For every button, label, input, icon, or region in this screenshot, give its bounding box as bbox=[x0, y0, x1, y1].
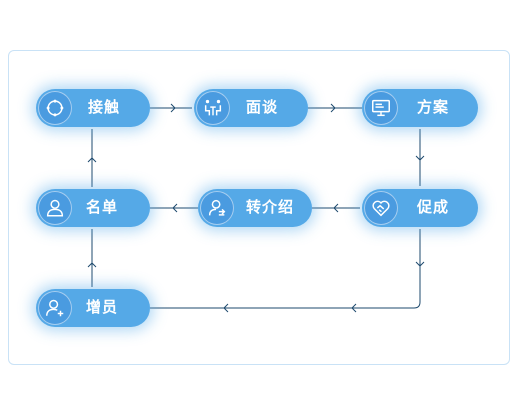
node-proposal[interactable]: 方案 bbox=[362, 89, 478, 127]
node-referral[interactable]: 转介绍 bbox=[198, 189, 312, 227]
meeting-people-icon bbox=[196, 91, 230, 125]
node-contact[interactable]: 接触 bbox=[36, 89, 150, 127]
node-referral-label: 转介绍 bbox=[246, 199, 295, 216]
handshake-heart-icon bbox=[364, 191, 398, 225]
node-proposal-label: 方案 bbox=[417, 99, 450, 116]
refresh-cycle-icon bbox=[38, 91, 72, 125]
node-deal[interactable]: 促成 bbox=[362, 189, 478, 227]
node-namelist-label: 名单 bbox=[86, 199, 119, 216]
node-recruit[interactable]: 增员 bbox=[36, 289, 150, 327]
arrow-deal-to-recruit bbox=[150, 229, 421, 309]
presentation-screen-icon bbox=[364, 91, 398, 125]
node-recruit-label: 增员 bbox=[86, 299, 119, 316]
user-add-icon bbox=[38, 291, 72, 325]
node-deal-label: 促成 bbox=[417, 199, 450, 216]
node-namelist[interactable]: 名单 bbox=[36, 189, 150, 227]
node-contact-label: 接触 bbox=[88, 99, 121, 116]
user-transfer-icon bbox=[200, 191, 234, 225]
node-interview[interactable]: 面谈 bbox=[194, 89, 308, 127]
user-icon bbox=[38, 191, 72, 225]
node-interview-label: 面谈 bbox=[246, 99, 279, 116]
